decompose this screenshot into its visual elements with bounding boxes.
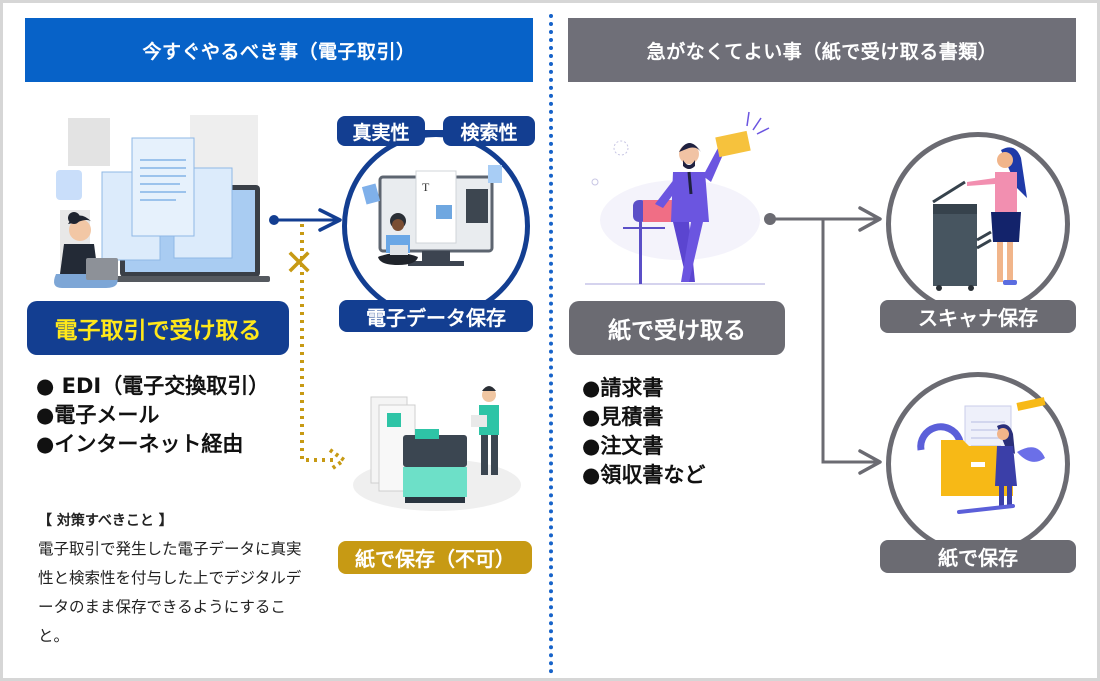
link-icon [56,170,82,200]
electronic-documents-illustration [54,115,270,288]
method-item-email: ●電子メール [36,403,160,427]
dotted-arrow-head-icon [328,448,348,472]
scanner-illustration [932,147,1027,291]
flow-path-to-paper-prohibited [300,224,348,472]
shine-lines [746,111,770,135]
folder-tag [971,462,985,467]
person-sitting [378,213,418,265]
scanner-tray [976,230,992,242]
paper-printer-illustration [353,386,521,511]
monitor-stand [422,251,450,263]
sparkle-decoration [613,140,629,156]
method-item-internet: ●インターネット経由 [36,432,244,456]
woman-operating-scanner [967,147,1027,285]
printer-top [403,435,467,467]
scanner-tray [976,238,992,250]
badge-connector [424,130,444,133]
arrow-head-icon [858,449,882,475]
paper-folder-illustration [917,397,1046,514]
woman-with-folder [995,424,1017,506]
letter-envelope-icon [715,130,751,158]
countermeasure-body: 電子取引で発生した電子データに真実性と検索性を付与した上でデジタルデータのまま保… [38,540,302,645]
flow-arrow-to-digital [269,208,342,232]
right-section-header: 急がなくてよい事（紙で受け取る書類） [568,18,1076,82]
text-tool-glyph: T [422,180,430,194]
paper-flow-branch [764,206,882,475]
man-holding-letter [655,143,725,282]
woman-with-laptop [54,212,118,288]
leaf-decoration [1017,447,1045,462]
sparkle-decoration [591,178,599,186]
tablet-icon [466,189,488,223]
paper-storage-prohibited-label: 紙で保存（不可） [338,541,532,574]
arrow-head-icon [318,208,342,232]
electronic-receive-label: 電子取引で受け取る [27,301,289,355]
text-doc-icon [387,413,401,427]
authenticity-badge: 真実性 [337,116,425,146]
document-type-receipt: ●領収書など [582,463,706,487]
flow-line-to-paper [821,219,878,464]
scanner-storage-label: スキャナ保存 [880,300,1076,333]
digital-storage-label: 電子データ保存 [339,300,533,332]
floating-file-icon [488,165,502,183]
paper-mail-illustration [585,111,770,285]
bg-doc-icon [68,118,110,166]
mailbox [623,200,673,284]
section-divider [549,14,553,674]
scanner-body [933,204,977,286]
monitor-base [408,261,464,266]
printer-base [405,497,465,503]
yellow-folder-icon [941,440,1013,496]
scanner-wheel [936,285,942,291]
man-holding-paper [471,386,499,475]
image-icon [436,205,452,219]
printer-body [403,467,467,497]
scanner-top [933,204,977,214]
scanner-wheel [968,285,974,291]
paper-receive-label: 紙で受け取る [569,301,785,355]
document-type-quotation: ●見積書 [582,405,664,429]
printer-panel [415,429,439,439]
arrow-head-icon [858,206,882,232]
paper-document-types: ●請求書 ●見積書 ●注文書 ●領収書など [582,374,705,490]
ticket-icon [1016,397,1046,411]
pencil-icon [957,504,1015,514]
electronic-receive-methods: ● EDI（電子交換取引） ●電子メール ●インターネット経由 [36,372,269,459]
laptop-base [110,276,270,282]
document-type-purchase-order: ●注文書 [582,434,664,458]
searchability-badge: 検索性 [443,116,535,146]
document-sheet-front [131,137,195,237]
method-item-edi: ● EDI（電子交換取引） [36,374,270,398]
prohibited-x-icon: ✕ [284,243,315,284]
document-type-invoice: ●請求書 [582,376,664,400]
left-section-header: 今すぐやるべき事（電子取引） [25,18,533,82]
floating-file-icon [361,183,381,205]
paper-storage-label: 紙で保存 [880,540,1076,573]
countermeasure-title: 【 対策すべきこと 】 [38,513,173,529]
scanner-lid [932,180,966,204]
digital-storage-illustration: T [361,165,502,266]
document-lines [140,159,186,201]
